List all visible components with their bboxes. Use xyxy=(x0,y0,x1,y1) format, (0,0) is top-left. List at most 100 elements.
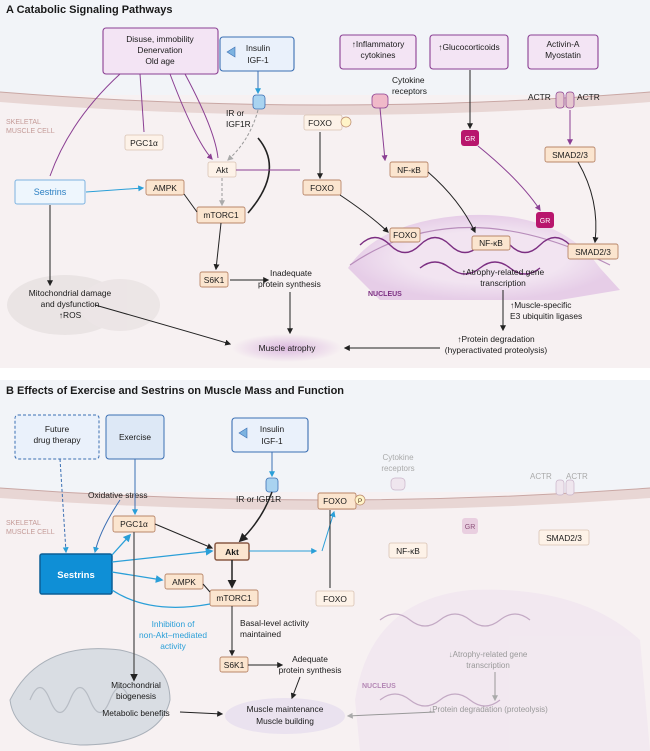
ampk-label: AMPK xyxy=(153,183,177,193)
arrow-pgc1a-akt xyxy=(154,523,214,549)
nfkb-b-node xyxy=(388,542,428,559)
atrophy-genes-label-2: transcription xyxy=(480,278,526,288)
cytokine-receptors-b-1: Cytokine xyxy=(382,453,414,462)
smad-b-node xyxy=(538,529,590,546)
actr-right-label: ACTR xyxy=(577,92,600,102)
ir-b-receptor-icon xyxy=(265,477,279,493)
stimulus-old-age: Old age xyxy=(145,56,175,66)
ampk-b-node xyxy=(164,573,204,590)
nfkb-b-label: NF-κB xyxy=(396,546,420,556)
glucocorticoids-label: ↑Glucocorticoids xyxy=(438,42,499,52)
arrow-sestrins-akt xyxy=(111,547,214,563)
stimuli-box xyxy=(102,27,219,75)
stimulus-disuse: Disuse, immobility xyxy=(126,34,194,44)
maintenance-glow xyxy=(225,698,345,734)
s6k1-label: S6K1 xyxy=(204,275,225,285)
e3-label-2: E3 ubiquitin ligases xyxy=(510,311,582,321)
e3-label-1: ↑Muscle-specific xyxy=(510,300,571,310)
nucleus-b: NUCLEUS xyxy=(355,589,650,751)
s6k1-node xyxy=(199,271,229,288)
foxo-p-label: FOXO xyxy=(308,118,332,128)
atrophy-genes-b-1: ↓Atrophy-related gene xyxy=(449,650,528,659)
cell-label-line2: MUSCLE CELL xyxy=(6,128,55,135)
sestrins-node xyxy=(14,179,86,205)
insulin-label: Insulin xyxy=(246,43,271,53)
akt-label: Akt xyxy=(216,165,229,175)
inhibit-sestrins-mtorc1 xyxy=(111,589,211,608)
arrow-future-sestrins xyxy=(59,458,69,554)
myostatin-label: Myostatin xyxy=(545,50,581,60)
nfkb-nuclear-node xyxy=(471,235,511,251)
cytokine-receptors-b-2: receptors xyxy=(381,464,414,473)
inhibition-label-2: non-Akt–mediated xyxy=(139,630,207,640)
arrow-ir-akt xyxy=(227,109,259,161)
mito-damage-label-2: and dysfunction xyxy=(41,299,100,309)
insulin-b-label: Insulin xyxy=(260,424,285,434)
smad-b-label: SMAD2/3 xyxy=(546,533,582,543)
phospho-b-label: P xyxy=(358,498,362,505)
ampk-b-label: AMPK xyxy=(172,577,196,587)
mtorc1-label: mTORC1 xyxy=(203,210,239,220)
insulin-box xyxy=(219,36,295,72)
panel-b-title: B Effects of Exercise and Sestrins on Mu… xyxy=(6,385,344,397)
sestrins-label: Sestrins xyxy=(34,187,67,197)
smad-nuclear-label: SMAD2/3 xyxy=(575,247,611,257)
triangle-icon xyxy=(226,46,236,58)
degradation-label-2: (hyperactivated proteolysis) xyxy=(445,345,548,355)
insulin-box-b xyxy=(231,417,309,453)
cytokines-label-2: cytokines xyxy=(361,50,396,60)
smad-node xyxy=(544,146,596,163)
foxo-label: FOXO xyxy=(310,183,334,193)
panel-a-arrows xyxy=(47,70,599,351)
igf1-label: IGF-1 xyxy=(247,55,269,65)
cell-label-b-line1: SKELETAL xyxy=(6,520,41,527)
nucleus-label: NUCLEUS xyxy=(368,291,402,298)
arrow-ir-akt-b xyxy=(238,491,273,543)
arrow-mito-atrophy xyxy=(94,304,232,346)
panel-b: B Effects of Exercise and Sestrins on Mu… xyxy=(0,380,650,751)
actr-left-icon xyxy=(555,91,565,109)
gr-b-node xyxy=(462,518,478,534)
inadequate-label-1: Inadequate xyxy=(270,268,312,278)
ros-label: ↑ROS xyxy=(59,310,82,320)
arrow-sestrins-ampk xyxy=(111,571,164,583)
foxo-b-label: FOXO xyxy=(323,594,347,604)
degradation-label-1: ↑Protein degradation xyxy=(457,334,535,344)
cell-label-line1: SKELETAL xyxy=(6,119,41,126)
mitochondrion-healthy xyxy=(9,648,171,746)
arrow-smad-nucleus xyxy=(577,161,599,244)
arrow-foxo-nucleus xyxy=(339,194,389,233)
mtorc1-b-node xyxy=(209,589,259,607)
adequate-label-2: protein synthesis xyxy=(279,665,342,675)
exercise-label: Exercise xyxy=(119,432,151,442)
smad-nuclear-node xyxy=(567,243,619,260)
arrow-gr-nucleus xyxy=(477,145,541,211)
sestrins-b-label: Sestrins xyxy=(57,570,95,581)
gr-b-label: GR xyxy=(465,524,476,531)
mtorc1-b-label: mTORC1 xyxy=(216,593,252,603)
arrow-nfkb-nucleus xyxy=(427,171,476,234)
arrow-stimuli-mtorc1 xyxy=(184,73,219,159)
foxo-b-node xyxy=(315,590,355,607)
future-label-2: drug therapy xyxy=(33,435,81,445)
oxidative-stress-label: Oxidative stress xyxy=(88,490,148,500)
actr-left-label: ACTR xyxy=(528,92,551,102)
foxo-nuclear-node xyxy=(389,227,421,243)
metabolic-label: Metabolic benefits xyxy=(102,708,170,718)
phospho-icon xyxy=(340,116,352,128)
actr-right-icon xyxy=(565,91,575,109)
gr-label: GR xyxy=(465,136,476,143)
nfkb-nuclear-label: NF-κB xyxy=(479,238,503,248)
igf1r-label: IGF1R xyxy=(226,119,251,129)
basal-label-1: Basal-level activity xyxy=(240,618,310,628)
future-drug-box xyxy=(14,414,100,460)
inhibition-label-3: activity xyxy=(160,641,186,651)
ampk-node xyxy=(145,179,185,196)
glucocorticoids-box xyxy=(429,34,509,70)
maintenance-label-1: Muscle maintenance xyxy=(247,704,324,714)
arrow-degradation-maintenance xyxy=(346,711,436,719)
cytokine-receptors-label-2: receptors xyxy=(392,86,427,96)
inhibition-label-1: Inhibition of xyxy=(152,619,196,629)
panel-a: A Catabolic Signaling Pathways SKELETAL … xyxy=(0,0,650,368)
